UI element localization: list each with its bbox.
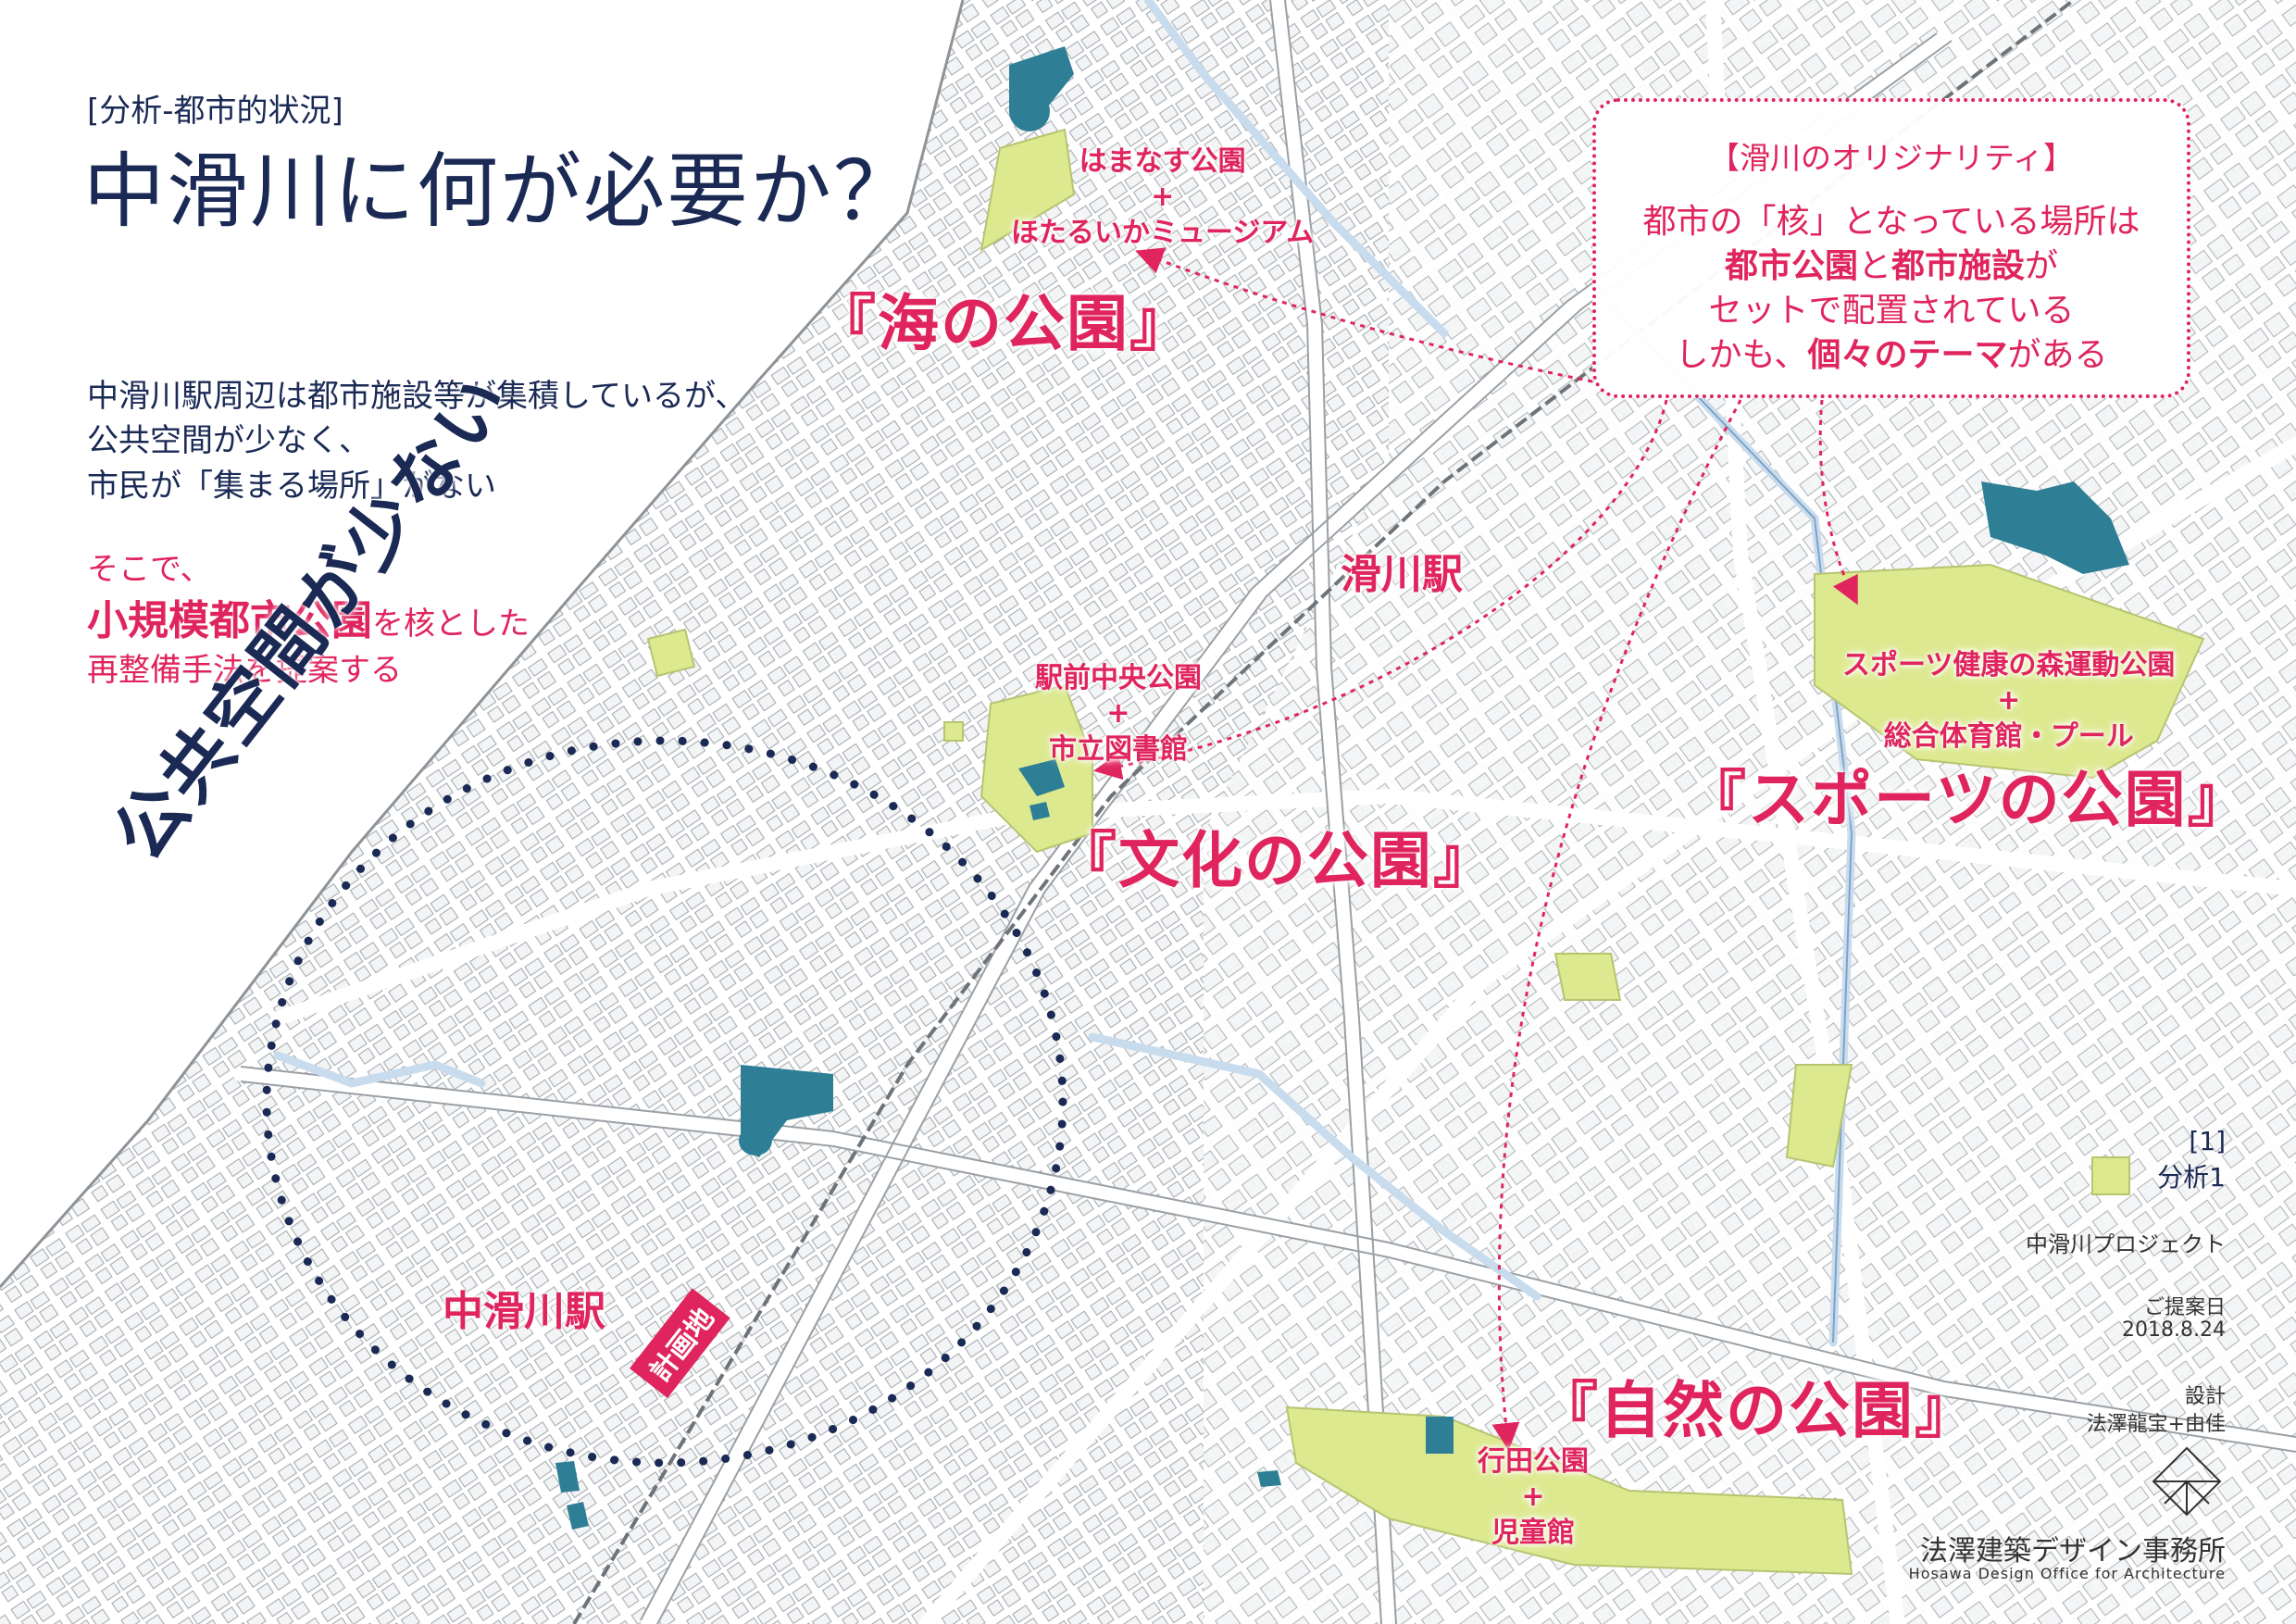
callout-end: が	[2025, 246, 2059, 285]
callout-line3: セットで配置されている	[1708, 291, 2075, 330]
channel-west	[273, 1051, 486, 1088]
proposal-bold: 小規模都市公園	[87, 596, 372, 644]
proposal-line2-rest: を核とした	[372, 605, 530, 643]
river-east	[1143, 0, 1449, 338]
callout-line4: しかも、個々のテーマがある	[1596, 333, 2187, 378]
date-label: ご提案日	[2143, 1296, 2226, 1319]
project-name: 中滑川プロジェクト	[2026, 1231, 2226, 1257]
office-name-en: Hosawa Design Office for Architecture	[1908, 1565, 2226, 1582]
designers: 法澤龍宝+由佳	[2086, 1413, 2226, 1436]
sports-park-plus: +	[1997, 684, 2021, 718]
arrow-to-nature-park	[1491, 399, 1742, 1451]
lacking-area-circle	[262, 736, 1067, 1468]
intro-line: 公共空間が少なく、	[87, 422, 370, 460]
arrow-to-sports-park	[1818, 399, 1858, 606]
coastline	[0, 0, 965, 1288]
nature-park-line2: 児童館	[1491, 1516, 1575, 1549]
proposal-date: 2018.8.24	[2122, 1318, 2226, 1342]
office-logo-icon	[2152, 1446, 2222, 1517]
sports-park-label: スポーツ健康の森運動公園 + 総合体育館・プール	[1842, 648, 2175, 755]
section-tag: [分析-都市的状況]	[87, 93, 343, 130]
land-area-east	[1204, 0, 2296, 1624]
callout-line4-end: がある	[2007, 335, 2108, 374]
park-small-3	[1785, 1064, 1853, 1168]
arrow-to-culture-park	[1093, 399, 1668, 781]
sports-park-theme: 『スポーツの公園』	[1685, 764, 2251, 835]
park-small-1	[646, 628, 696, 678]
office-name-jp: 法澤建築デザイン事務所	[1920, 1535, 2226, 1568]
park-hamanasu	[980, 128, 1076, 252]
intro-line: 市民が「集まる場所」がない	[87, 467, 496, 505]
culture-park-theme: 『文化の公園』	[1055, 825, 1496, 896]
proposal-line3: 再整備手法を提案する	[87, 652, 402, 690]
nature-park-theme: 『自然の公園』	[1537, 1375, 1978, 1446]
callout-line2: 都市公園と都市施設が	[1596, 244, 2187, 289]
page-title: 中滑川に何が必要か？	[83, 144, 917, 239]
sports-park-line2: 総合体育館・プール	[1883, 719, 2134, 753]
facility-south	[555, 1461, 580, 1493]
design-label: 設計	[2184, 1385, 2226, 1408]
facility-gym	[1981, 481, 2129, 574]
originality-callout: 【滑川のオリジナリティ】 都市の「核」となっている場所は 都市公園と都市施設が …	[1592, 98, 2190, 398]
sheet-name: 分析1	[2157, 1162, 2226, 1193]
park-small-4	[2091, 1156, 2130, 1195]
intro-text: 中滑川駅周辺は都市施設等が集積しているが、 公共空間が少なく、 市民が「集まる場…	[87, 374, 746, 508]
callout-bold-facility: 都市施設	[1891, 246, 2026, 285]
sea-park-plus: +	[1151, 181, 1175, 214]
proposal-text: そこで、 小規模都市公園を核とした 再整備手法を提案する	[87, 548, 530, 693]
park-small-2	[1554, 953, 1622, 1001]
naka-namerikawa-station-label: 中滑川駅	[443, 1288, 605, 1335]
arrow-to-sea-park	[1135, 247, 1593, 383]
culture-park-line2: 市立図書館	[1049, 732, 1188, 766]
sheet-number: [1]	[2189, 1126, 2226, 1156]
culture-park-line1: 駅前中央公園	[1035, 662, 1202, 694]
nature-park-plus: +	[1521, 1480, 1545, 1514]
nature-park-label: 行田公園 + 児童館	[1478, 1444, 1589, 1551]
culture-park-plus: +	[1106, 697, 1130, 731]
callout-bold-theme: 個々のテーマ	[1807, 335, 2008, 374]
channel-creek	[1088, 1032, 1541, 1301]
callout-mid: と	[1857, 246, 1891, 285]
callout-line4-pre: しかも、	[1675, 335, 1808, 374]
park-small-5	[943, 721, 964, 742]
callout-bold-park: 都市公園	[1724, 246, 1858, 285]
sea-park-theme: 『海の公園』	[815, 288, 1192, 359]
culture-park-label: 駅前中央公園 + 市立図書館	[1035, 661, 1202, 768]
sea-park-line1: はまなす公園	[1079, 145, 1246, 178]
namerikawa-station-label: 滑川駅	[1341, 551, 1463, 598]
nature-park-line1: 行田公園	[1478, 1445, 1589, 1478]
park-sports	[1814, 563, 2205, 780]
facility-library	[1018, 759, 1065, 796]
callout-line1: 都市の「核」となっている場所は	[1642, 203, 2140, 241]
callout-title: 【滑川のオリジナリティ】	[1708, 140, 2075, 176]
sports-park-line1: スポーツ健康の森運動公園	[1842, 649, 2176, 681]
sea-park-line2: ほたるいかミュージアム	[1011, 216, 1315, 249]
sea-park-label: はまなす公園 + ほたるいかミュージアム	[1011, 144, 1314, 251]
proposal-line2: 小規模都市公園を核とした	[87, 593, 530, 650]
facility-jidokan	[1426, 1417, 1454, 1454]
intro-line: 中滑川駅周辺は都市施設等が集積しているが、	[87, 378, 747, 415]
proposal-line1: そこで、	[87, 551, 212, 588]
